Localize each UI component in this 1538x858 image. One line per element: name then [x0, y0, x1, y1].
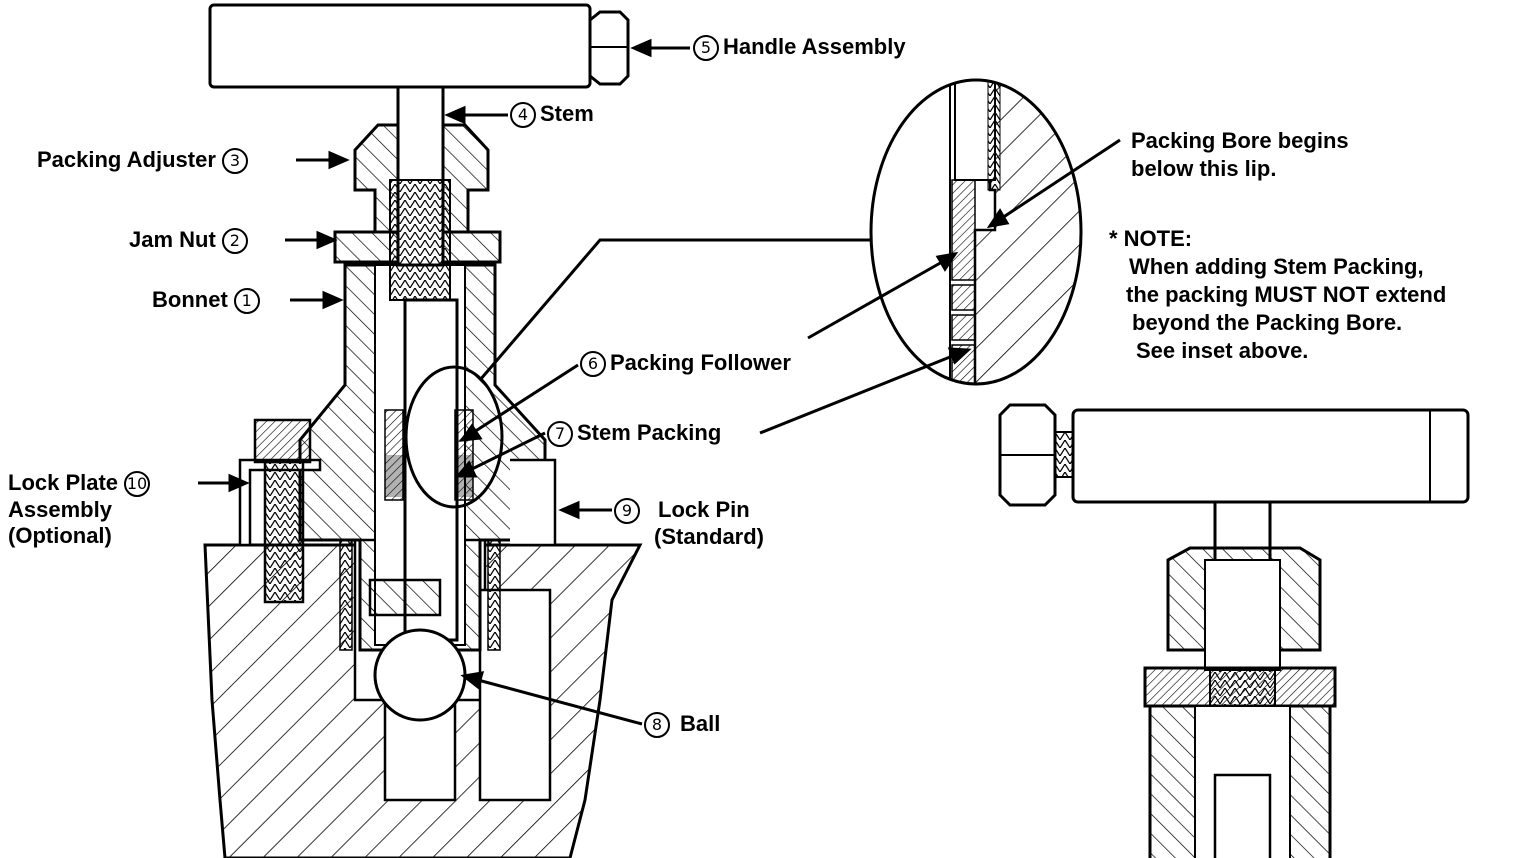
- callout-number: 4: [510, 102, 536, 129]
- lock-pin-label: 9 Lock Pin (Standard): [614, 497, 764, 550]
- callout-text-line3: (Optional): [8, 523, 112, 549]
- callout-text: Bonnet: [152, 287, 228, 312]
- callout-number: 6: [580, 351, 606, 378]
- callout-text-line2: (Standard): [654, 524, 764, 550]
- callout-text: Ball: [680, 711, 721, 736]
- callout-number: 3: [221, 148, 248, 175]
- alternate-view: [998, 403, 1470, 858]
- packing-follower-left: [384, 409, 404, 501]
- inset-caption-line1: Packing Bore begins: [1131, 128, 1349, 153]
- ball-part: [373, 628, 467, 722]
- lock-pin-part: [510, 458, 557, 547]
- leader-lines: [198, 38, 1121, 726]
- callout-text: Handle Assembly: [723, 34, 906, 59]
- note-line1: When adding Stem Packing,: [1129, 254, 1424, 279]
- handle-part: [208, 3, 630, 89]
- callout-text-line2: Assembly: [8, 497, 112, 523]
- callout-number: 5: [693, 35, 719, 62]
- callout-text: Lock Plate: [8, 470, 119, 495]
- note-heading: * NOTE:: [1109, 226, 1193, 251]
- callout-number: 2: [221, 228, 248, 255]
- packing-note: * NOTE: When adding Stem Packing, the pa…: [1109, 225, 1446, 365]
- note-line3: beyond the Packing Bore.: [1132, 310, 1403, 335]
- callout-text: Jam Nut: [129, 227, 216, 252]
- inset-caption-line2: below this lip.: [1131, 156, 1277, 181]
- inset-connector-line: [478, 238, 870, 381]
- inset-detail: [869, 78, 1083, 386]
- callout-text: Stem: [540, 101, 594, 126]
- inset-caption: Packing Bore begins below this lip.: [1131, 127, 1349, 183]
- ball-label: 8 Ball: [644, 711, 721, 739]
- note-line4: See inset above.: [1136, 338, 1309, 363]
- callout-text: Packing Adjuster: [37, 147, 216, 172]
- callout-text: Stem Packing: [577, 420, 722, 445]
- callout-number: 9: [614, 498, 640, 525]
- callout-number: 7: [547, 421, 573, 448]
- stem-packing-left: [385, 455, 403, 497]
- lock-plate-part: [238, 418, 322, 604]
- callout-text: Packing Follower: [610, 350, 791, 375]
- callout-number: 10: [124, 471, 151, 498]
- inset-indicator-circle: [404, 365, 504, 509]
- callout-number: 1: [233, 288, 260, 315]
- callout-text: Lock Pin: [658, 497, 750, 522]
- callout-number: 8: [644, 712, 670, 739]
- note-line2: the packing MUST NOT extend: [1126, 282, 1447, 307]
- stem-key: [368, 578, 442, 617]
